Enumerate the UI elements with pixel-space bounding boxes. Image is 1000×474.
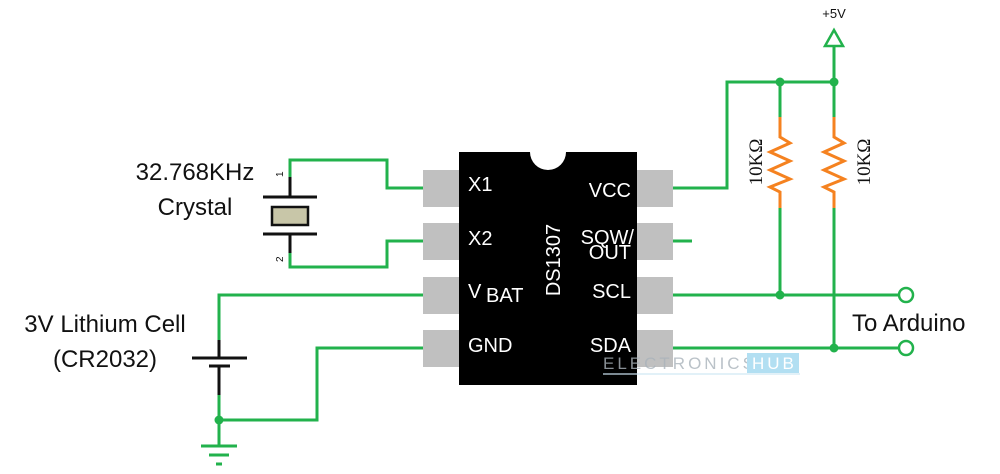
crystal-label-line2: Crystal <box>158 194 233 221</box>
junction-dot <box>829 77 839 87</box>
junction-dot <box>829 343 839 353</box>
junction-dot <box>214 415 224 425</box>
pin-vbat <box>423 277 459 314</box>
terminal-scl[interactable] <box>897 286 915 304</box>
output-label: To Arduino <box>852 310 965 337</box>
crystal-pin1-label: 1 <box>275 171 286 177</box>
pin-label-gnd: GND <box>468 335 512 357</box>
pin-sqw-out <box>637 223 673 260</box>
pin-label-out: OUT <box>589 242 631 264</box>
pin-label-vcc: VCC <box>589 180 631 202</box>
pin-label-x2: X2 <box>468 228 492 250</box>
crystal <box>263 177 317 253</box>
watermark-text: ELECTRONICS <box>603 354 757 373</box>
resistor-2-value: 10KΩ <box>854 139 875 186</box>
battery-label-line1: 3V Lithium Cell <box>24 311 185 338</box>
resistor-1-value: 10KΩ <box>746 139 767 186</box>
crystal-pin2-label: 2 <box>275 256 286 262</box>
pin-sda <box>637 330 673 367</box>
battery-label-line2: (CR2032) <box>53 346 157 373</box>
chip-name: DS1307 <box>543 224 565 296</box>
wire-vbat <box>217 293 423 340</box>
ds1307-chip <box>423 152 673 385</box>
wire-x2 <box>288 239 423 269</box>
pin-x2 <box>423 223 459 260</box>
pin-label-sda: SDA <box>590 335 632 357</box>
resistor-2 <box>820 117 848 208</box>
watermark: ELECTRONICS HUB <box>603 353 800 375</box>
pin-label-scl: SCL <box>592 281 631 303</box>
pin-gnd <box>423 330 459 367</box>
pin-scl <box>637 277 673 314</box>
pin-label-x1: X1 <box>468 174 492 196</box>
wire-x1 <box>288 158 423 190</box>
power-label: +5V <box>822 6 846 21</box>
pin-vcc <box>637 170 673 207</box>
pin-label-vbat-sub: BAT <box>486 285 523 307</box>
power-arrow-icon <box>822 27 846 48</box>
junction-dot <box>775 290 785 300</box>
battery-icon <box>192 340 247 395</box>
junction-dot <box>775 77 785 87</box>
ground-icon <box>201 444 237 466</box>
pin-x1 <box>423 170 459 207</box>
pin-label-sqw: SQW/ <box>581 227 635 249</box>
watermark-hub: HUB <box>752 354 797 373</box>
resistor-1 <box>766 117 794 208</box>
wire-gnd <box>219 346 423 422</box>
crystal-label-line1: 32.768KHz <box>136 159 255 186</box>
pin-label-vbat: V <box>468 281 482 303</box>
terminal-sda[interactable] <box>897 339 915 357</box>
